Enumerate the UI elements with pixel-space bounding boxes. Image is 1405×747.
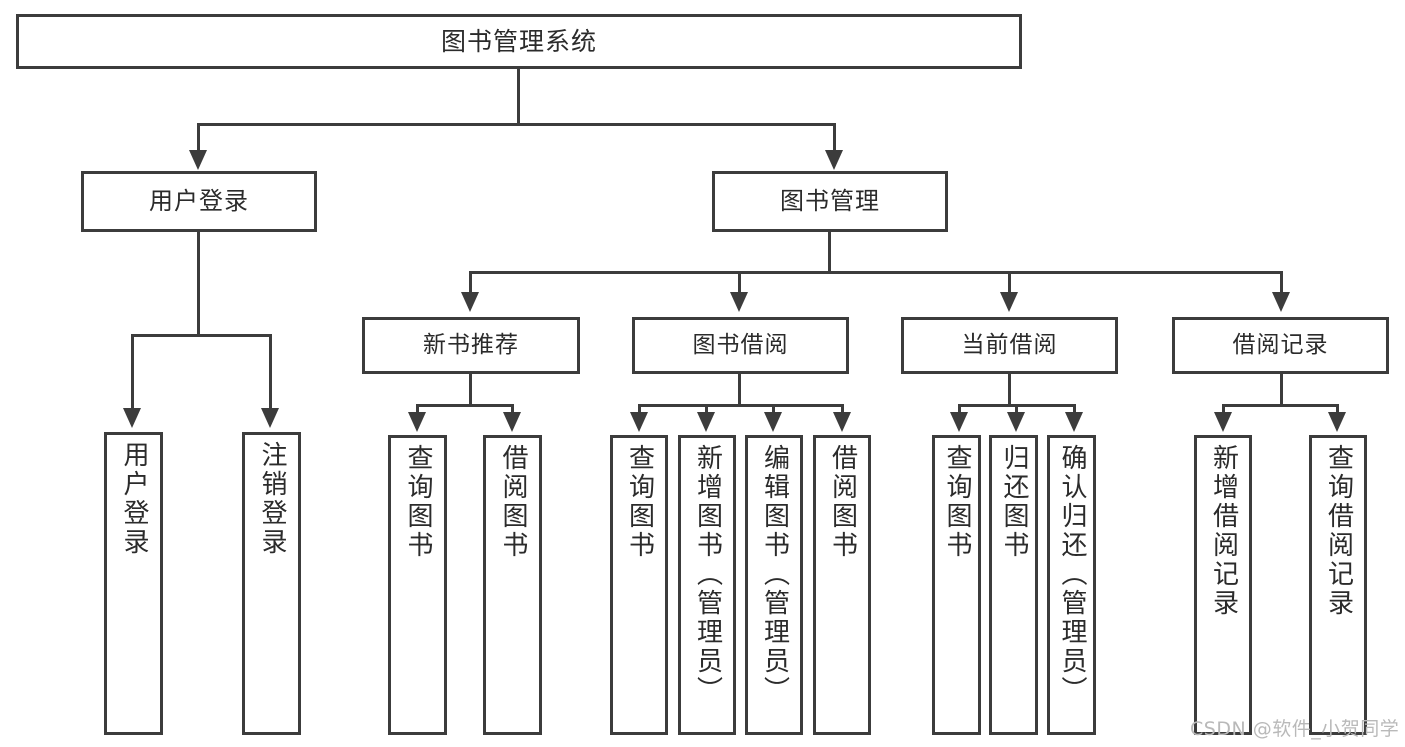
leaf-book-borrow-add[interactable]: 新增图书（管理员） [678, 435, 736, 735]
node-label: 注销登录 [257, 441, 288, 557]
node-label: 新书推荐 [423, 331, 519, 358]
connector-to-current-borrow [1008, 271, 1011, 293]
leaf-borrow-record-add[interactable]: 新增借阅记录 [1194, 435, 1252, 735]
connector-new-book-stem [469, 374, 472, 406]
arrowhead-to-borrow-record [1272, 292, 1290, 312]
node-label: 当前借阅 [961, 331, 1058, 358]
node-book-management[interactable]: 图书管理 [712, 171, 948, 232]
connector-to-book-borrow [738, 271, 741, 293]
node-label: 查询借阅记录 [1323, 444, 1354, 618]
connector-book-borrow-bus [638, 404, 844, 407]
connector-current-borrow-leaf1 [958, 404, 961, 413]
connector-borrow-record-leaf1 [1222, 404, 1225, 413]
node-label: 确认归还（管理员） [1057, 444, 1088, 705]
node-label: 用户登录 [119, 441, 150, 557]
node-user-login[interactable]: 用户登录 [81, 171, 317, 232]
leaf-new-book-query[interactable]: 查询图书 [388, 435, 447, 735]
connector-new-book-leaf2 [511, 404, 514, 413]
node-label: 编辑图书（管理员） [759, 444, 790, 705]
leaf-borrow-record-query[interactable]: 查询借阅记录 [1309, 435, 1367, 735]
node-label: 新增借阅记录 [1208, 444, 1239, 618]
node-label: 查询图书 [624, 444, 655, 560]
node-label: 归还图书 [999, 444, 1030, 560]
arrowhead-book-borrow-leaf4 [833, 412, 851, 432]
arrowhead-to-current-borrow [1000, 292, 1018, 312]
connector-book-borrow-stem [738, 374, 741, 406]
node-label: 图书借阅 [692, 331, 789, 358]
arrowhead-book-borrow-leaf3 [764, 412, 782, 432]
connector-book-borrow-leaf3 [772, 404, 775, 413]
connector-current-borrow-leaf3 [1073, 404, 1076, 413]
connector-borrow-record-bus [1222, 404, 1339, 407]
node-label: 查询图书 [403, 444, 434, 560]
node-label: 借阅图书 [498, 444, 529, 560]
leaf-current-borrow-return[interactable]: 归还图书 [989, 435, 1038, 735]
leaf-book-borrow-edit[interactable]: 编辑图书（管理员） [745, 435, 803, 735]
connector-current-borrow-leaf2 [1015, 404, 1018, 413]
arrowhead-user-login-leaf1 [123, 408, 141, 428]
arrowhead-current-borrow-leaf3 [1065, 412, 1083, 432]
connector-to-borrow-record [1280, 271, 1283, 293]
leaf-new-book-borrow[interactable]: 借阅图书 [483, 435, 542, 735]
connector-root-to-book-mgmt [833, 123, 836, 153]
node-book-borrow[interactable]: 图书借阅 [632, 317, 849, 374]
leaf-current-borrow-confirm[interactable]: 确认归还（管理员） [1047, 435, 1096, 735]
leaf-user-login-signout[interactable]: 注销登录 [242, 432, 301, 735]
arrowhead-user-login-leaf2 [261, 408, 279, 428]
node-label: 新增图书（管理员） [692, 444, 723, 705]
arrowhead-root-to-book-mgmt [825, 150, 843, 170]
connector-current-borrow-stem [1008, 374, 1011, 406]
leaf-user-login-signin[interactable]: 用户登录 [104, 432, 163, 735]
arrowhead-root-to-user-login [189, 150, 207, 170]
connector-level3-bus [469, 271, 1283, 274]
node-label: 借阅图书 [827, 444, 858, 560]
arrowhead-current-borrow-leaf1 [950, 412, 968, 432]
node-label: 图书管理 [780, 187, 880, 216]
connector-root-stem [517, 69, 520, 125]
arrowhead-book-borrow-leaf2 [697, 412, 715, 432]
connector-borrow-record-stem [1280, 374, 1283, 406]
connector-user-login-leaf2 [269, 334, 272, 409]
leaf-book-borrow-borrow[interactable]: 借阅图书 [813, 435, 871, 735]
node-new-book-recommend[interactable]: 新书推荐 [362, 317, 580, 374]
connector-book-borrow-leaf2 [705, 404, 708, 413]
node-root-system[interactable]: 图书管理系统 [16, 14, 1022, 69]
node-borrow-record[interactable]: 借阅记录 [1172, 317, 1389, 374]
node-label: 借阅记录 [1232, 331, 1329, 358]
connector-user-login-bus [131, 334, 270, 337]
connector-to-new-book [469, 271, 472, 293]
connector-book-borrow-leaf1 [638, 404, 641, 413]
leaf-book-borrow-query[interactable]: 查询图书 [610, 435, 668, 735]
arrowhead-book-borrow-leaf1 [630, 412, 648, 432]
arrowhead-new-book-leaf2 [503, 412, 521, 432]
arrowhead-borrow-record-leaf1 [1214, 412, 1232, 432]
arrowhead-current-borrow-leaf2 [1007, 412, 1025, 432]
connector-borrow-record-leaf2 [1336, 404, 1339, 413]
arrowhead-new-book-leaf1 [408, 412, 426, 432]
connector-user-login-leaf1 [131, 334, 134, 409]
connector-book-mgmt-stem [828, 232, 831, 274]
connector-root-bus [197, 123, 836, 126]
connector-user-login-stem [197, 232, 200, 336]
node-label: 图书管理系统 [440, 26, 597, 56]
connector-new-book-bus [416, 404, 514, 407]
connector-new-book-leaf1 [416, 404, 419, 413]
arrowhead-to-book-borrow [730, 292, 748, 312]
connector-root-to-user-login [197, 123, 200, 153]
node-label: 查询图书 [942, 444, 973, 560]
node-current-borrow[interactable]: 当前借阅 [901, 317, 1118, 374]
arrowhead-borrow-record-leaf2 [1328, 412, 1346, 432]
arrowhead-to-new-book [461, 292, 479, 312]
leaf-current-borrow-query[interactable]: 查询图书 [932, 435, 981, 735]
node-label: 用户登录 [149, 187, 249, 216]
connector-book-borrow-leaf4 [841, 404, 844, 413]
